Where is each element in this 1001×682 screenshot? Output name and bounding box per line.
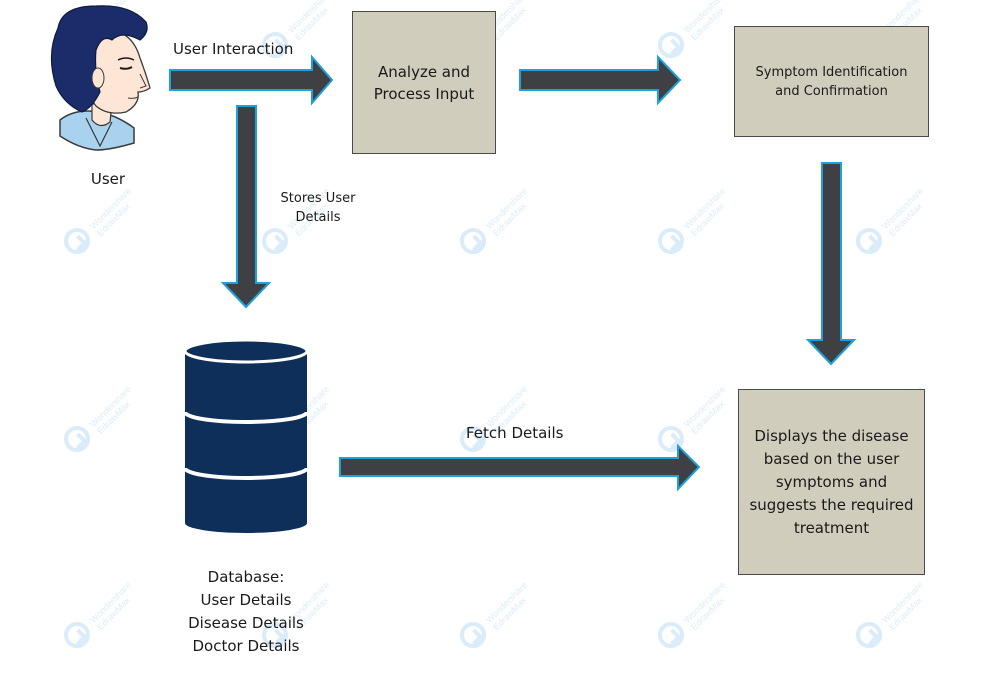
database-icon: [183, 338, 309, 533]
edge-label-user-interaction: User Interaction: [173, 40, 294, 58]
arrow-analyze-to-symptom: [519, 54, 682, 106]
arrow-user-to-analyze: [169, 54, 334, 106]
arrow-database-to-displays: [339, 443, 701, 492]
database-label: Database: User Details Disease Details D…: [188, 568, 304, 655]
node-symptom-identification: Symptom Identification and Confirmation: [734, 26, 929, 137]
edge-label-stores-user-details: Stores User Details: [280, 191, 356, 225]
user-avatar-icon: [50, 5, 151, 151]
arrow-user-to-database: [220, 105, 272, 309]
user-label: User: [90, 170, 126, 188]
arrow-symptom-to-displays: [805, 162, 857, 366]
node-analyze-process-input: Analyze and Process Input: [352, 11, 496, 154]
edge-label-fetch-details: Fetch Details: [466, 424, 564, 442]
node-displays-disease: Displays the disease based on the user s…: [738, 389, 925, 575]
